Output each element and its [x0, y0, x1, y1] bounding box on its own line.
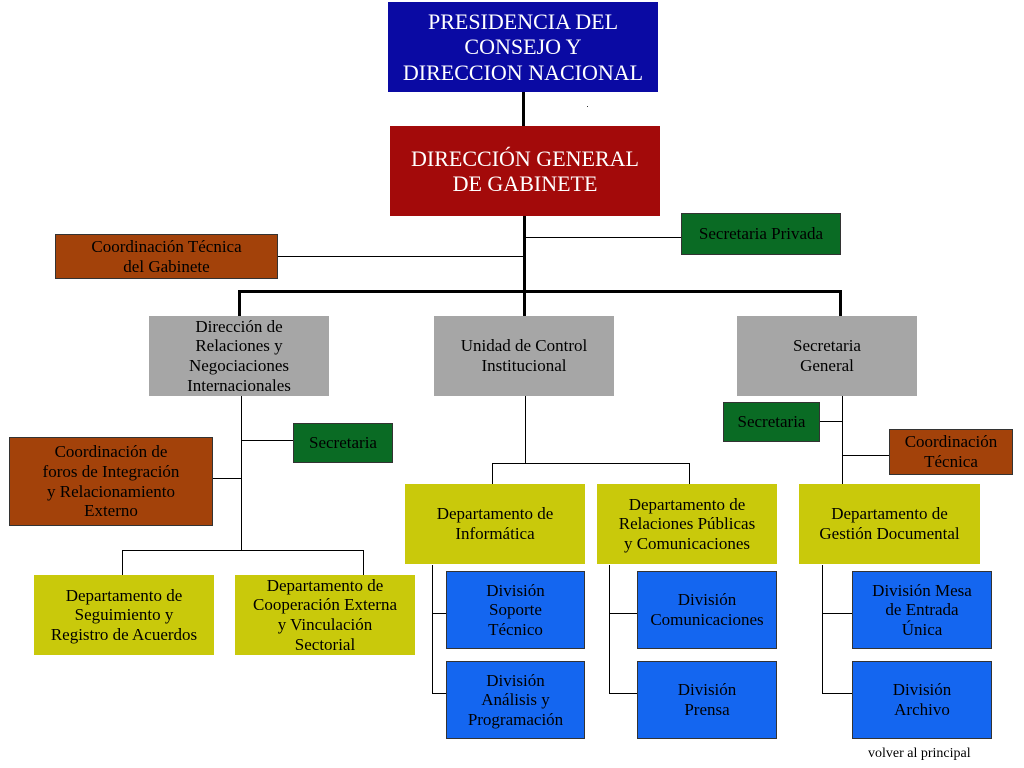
- connector-line: [526, 237, 681, 238]
- connector-line: [241, 396, 242, 551]
- connector-line: [492, 463, 493, 484]
- connector-line: [523, 290, 526, 316]
- connector-line: [278, 256, 524, 257]
- secretaria-general-box: Secretaria General: [737, 316, 917, 396]
- connector-line: [122, 550, 364, 551]
- coord-foros-box: Coordinación de foros de Integración y R…: [9, 437, 213, 526]
- connector-line: [839, 290, 842, 316]
- connector-line: [842, 396, 843, 484]
- coord-tecnica-gabinete-box: Coordinación Técnica del Gabinete: [55, 234, 278, 279]
- connector-line: [609, 693, 637, 694]
- connector-line: [525, 396, 526, 463]
- dept-cooperacion-box: Departamento de Cooperación Externa y Vi…: [235, 575, 415, 655]
- div-mesa-box: División Mesa de Entrada Única: [852, 571, 992, 649]
- div-analisis-box: División Análisis y Programación: [446, 661, 585, 739]
- connector-line: [820, 421, 842, 422]
- connector-line: [609, 565, 610, 693]
- stray-dot: [587, 106, 588, 107]
- div-comunicaciones-box: División Comunicaciones: [637, 571, 777, 649]
- connector-line: [492, 463, 690, 464]
- connector-line: [238, 290, 241, 316]
- dept-gestion-box: Departamento de Gestión Documental: [799, 484, 980, 564]
- connector-line: [822, 693, 852, 694]
- connector-line: [822, 565, 823, 693]
- volver-al-principal-link[interactable]: volver al principal: [868, 746, 971, 761]
- connector-line: [432, 693, 446, 694]
- connector-line: [122, 550, 123, 575]
- div-archivo-box: División Archivo: [852, 661, 992, 739]
- connector-line: [689, 463, 690, 484]
- secretaria-right-box: Secretaria: [723, 402, 820, 442]
- coord-tecnica-right-box: Coordinación Técnica: [889, 429, 1013, 475]
- div-prensa-box: División Prensa: [637, 661, 777, 739]
- secretaria-privada-box: Secretaria Privada: [681, 213, 841, 255]
- connector-line: [523, 216, 526, 292]
- connector-line: [822, 613, 852, 614]
- presidencia-box: PRESIDENCIA DEL CONSEJO Y DIRECCION NACI…: [388, 2, 658, 92]
- connector-line: [522, 92, 525, 126]
- connector-line: [238, 290, 842, 293]
- unidad-control-box: Unidad de Control Institucional: [434, 316, 614, 396]
- connector-line: [241, 440, 293, 441]
- connector-line: [842, 455, 889, 456]
- secretaria-left-box: Secretaria: [293, 423, 393, 463]
- dir-relaciones-box: Dirección de Relaciones y Negociaciones …: [149, 316, 329, 396]
- connector-line: [432, 565, 433, 693]
- div-soporte-box: División Soporte Técnico: [446, 571, 585, 649]
- dept-seguimiento-box: Departamento de Seguimiento y Registro d…: [34, 575, 214, 655]
- connector-line: [609, 613, 637, 614]
- dept-informatica-box: Departamento de Informática: [405, 484, 585, 564]
- connector-line: [363, 550, 364, 575]
- connector-line: [432, 613, 446, 614]
- connector-line: [213, 478, 242, 479]
- dept-relaciones-publicas-box: Departamento de Relaciones Públicas y Co…: [597, 484, 777, 564]
- direccion-general-box: DIRECCIÓN GENERAL DE GABINETE: [390, 126, 660, 216]
